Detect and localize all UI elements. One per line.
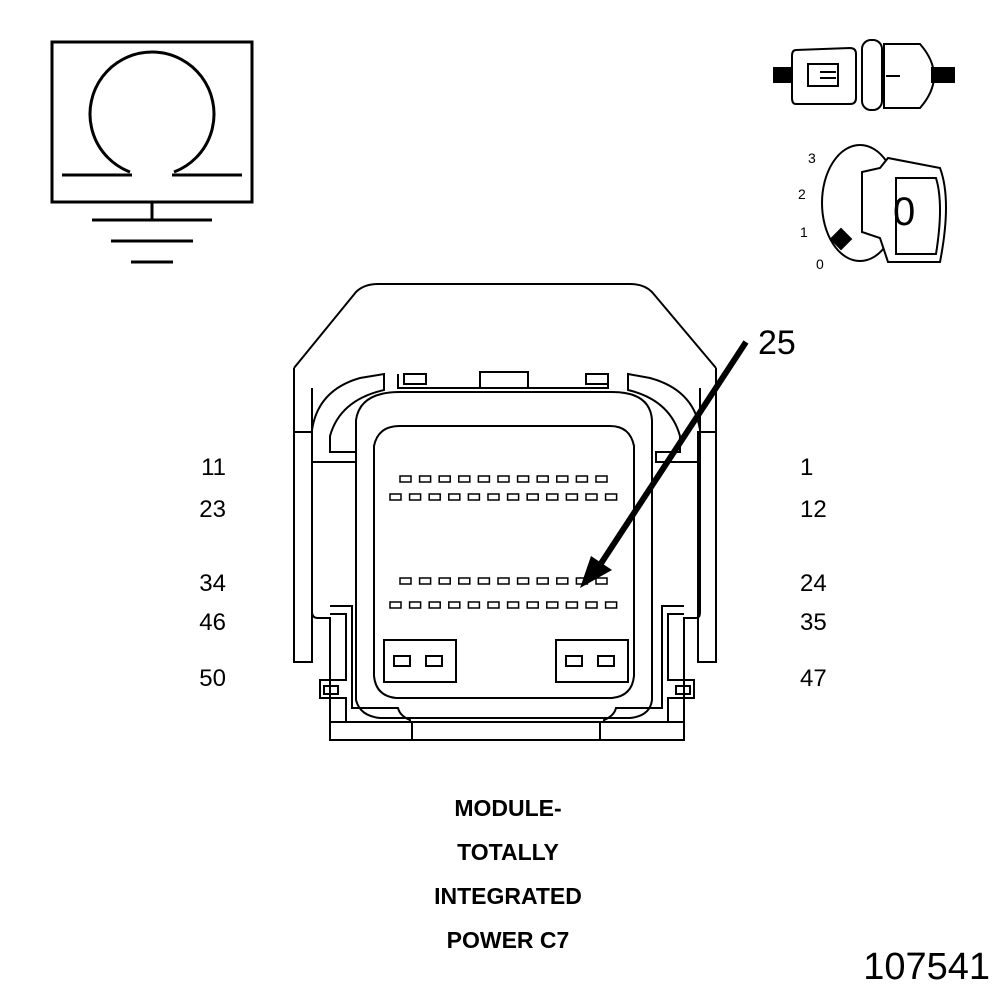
pin-cavity-row2-7 [506, 493, 520, 501]
pin-cavity-row2-9 [546, 493, 559, 501]
ignition-position-0: 0 [816, 256, 824, 272]
diagram-title: MODULE- TOTALLY INTEGRATED POWER C7 [358, 786, 658, 962]
pin-cavity-row4-8 [526, 601, 539, 609]
callout-pin-number: 25 [758, 324, 796, 362]
ignition-key-label: 0 [893, 190, 916, 234]
callout-arrow [580, 340, 749, 588]
pin-cavity-row1-6 [497, 475, 510, 483]
pin-label-left-1: 23 [199, 496, 226, 523]
ignition-position-2: 2 [798, 186, 806, 202]
pin-cavity-row4-1 [389, 601, 402, 609]
title-line-1: MODULE- [454, 795, 562, 821]
power-pin-2-1 [565, 655, 583, 667]
pin-cavity-row2-8 [526, 493, 539, 501]
pin-cavity-row4-12 [604, 601, 618, 609]
pin-cavity-row3-8 [536, 577, 549, 585]
pin-cavity-row1-10 [575, 475, 589, 483]
pin-cavity-row4-11 [585, 601, 598, 609]
pin-cavity-row1-9 [556, 475, 569, 483]
pin-cavity-row4-9 [546, 601, 559, 609]
pin-cavity-row1-3 [438, 475, 451, 483]
pin-cavity-row3-6 [497, 577, 510, 585]
ignition-position-3: 3 [808, 150, 816, 166]
pin-label-left-3: 46 [199, 609, 226, 636]
pin-label-right-4: 47 [800, 665, 827, 692]
figure-id: 107541 [863, 946, 990, 988]
pin-cavity-row1-8 [536, 475, 549, 483]
pin-label-left-0: 11 [201, 454, 226, 481]
pin-cavities [389, 475, 618, 667]
pin-cavity-row3-5 [477, 577, 491, 585]
power-pin-2-2 [597, 655, 615, 667]
pin-cavity-row2-5 [467, 493, 481, 501]
pin-cavity-row2-1 [389, 493, 402, 501]
pin-cavity-row3-7 [516, 577, 530, 585]
title-line-3: INTEGRATED [434, 883, 582, 909]
pin-cavity-row2-4 [448, 493, 461, 501]
pin-cavity-row1-2 [418, 475, 432, 483]
title-line-2: TOTALLY [457, 839, 559, 865]
pin-cavity-row4-4 [448, 601, 461, 609]
pin-label-right-3: 35 [800, 609, 827, 636]
pin-cavity-row2-3 [428, 493, 441, 501]
ignition-key-icon [821, 144, 947, 263]
pin-label-right-1: 12 [800, 496, 827, 523]
pin-cavity-row4-5 [467, 601, 481, 609]
pin-label-right-2: 24 [800, 570, 827, 597]
connector-housing [293, 283, 717, 741]
pin-cavity-row3-2 [418, 577, 432, 585]
pin-cavity-row3-9 [556, 577, 569, 585]
pin-cavity-row4-3 [428, 601, 441, 609]
pin-cavity-row1-5 [477, 475, 491, 483]
pin-cavity-row2-12 [604, 493, 618, 501]
pin-cavity-row1-4 [458, 475, 471, 483]
pin-cavity-row3-11 [595, 577, 608, 585]
pin-cavity-row4-2 [408, 601, 422, 609]
pin-cavity-row1-11 [595, 475, 608, 483]
pin-cavity-row3-4 [458, 577, 471, 585]
pin-cavity-row3-1 [399, 577, 412, 585]
ground-icon [92, 202, 212, 264]
pin-cavity-row3-3 [438, 577, 451, 585]
pin-cavity-row2-10 [565, 493, 579, 501]
ignition-position-1: 1 [800, 224, 808, 240]
pin-label-right-0: 1 [800, 454, 814, 481]
disconnected-connector-icon [773, 39, 955, 111]
ohmmeter-icon [50, 40, 254, 204]
pin-cavity-row4-6 [487, 601, 500, 609]
pin-cavity-row2-6 [487, 493, 500, 501]
pin-label-left-2: 34 [199, 570, 226, 597]
pin-cavity-row2-2 [408, 493, 422, 501]
pin-cavity-row1-1 [399, 475, 412, 483]
power-pin-1-2 [425, 655, 443, 667]
power-pin-1-1 [393, 655, 411, 667]
pin-cavity-row2-11 [585, 493, 598, 501]
title-line-4: POWER C7 [446, 927, 570, 953]
pin-cavity-row1-7 [516, 475, 530, 483]
pin-label-left-4: 50 [199, 665, 226, 692]
pin-cavity-row4-10 [565, 601, 579, 609]
pin-cavity-row4-7 [506, 601, 520, 609]
